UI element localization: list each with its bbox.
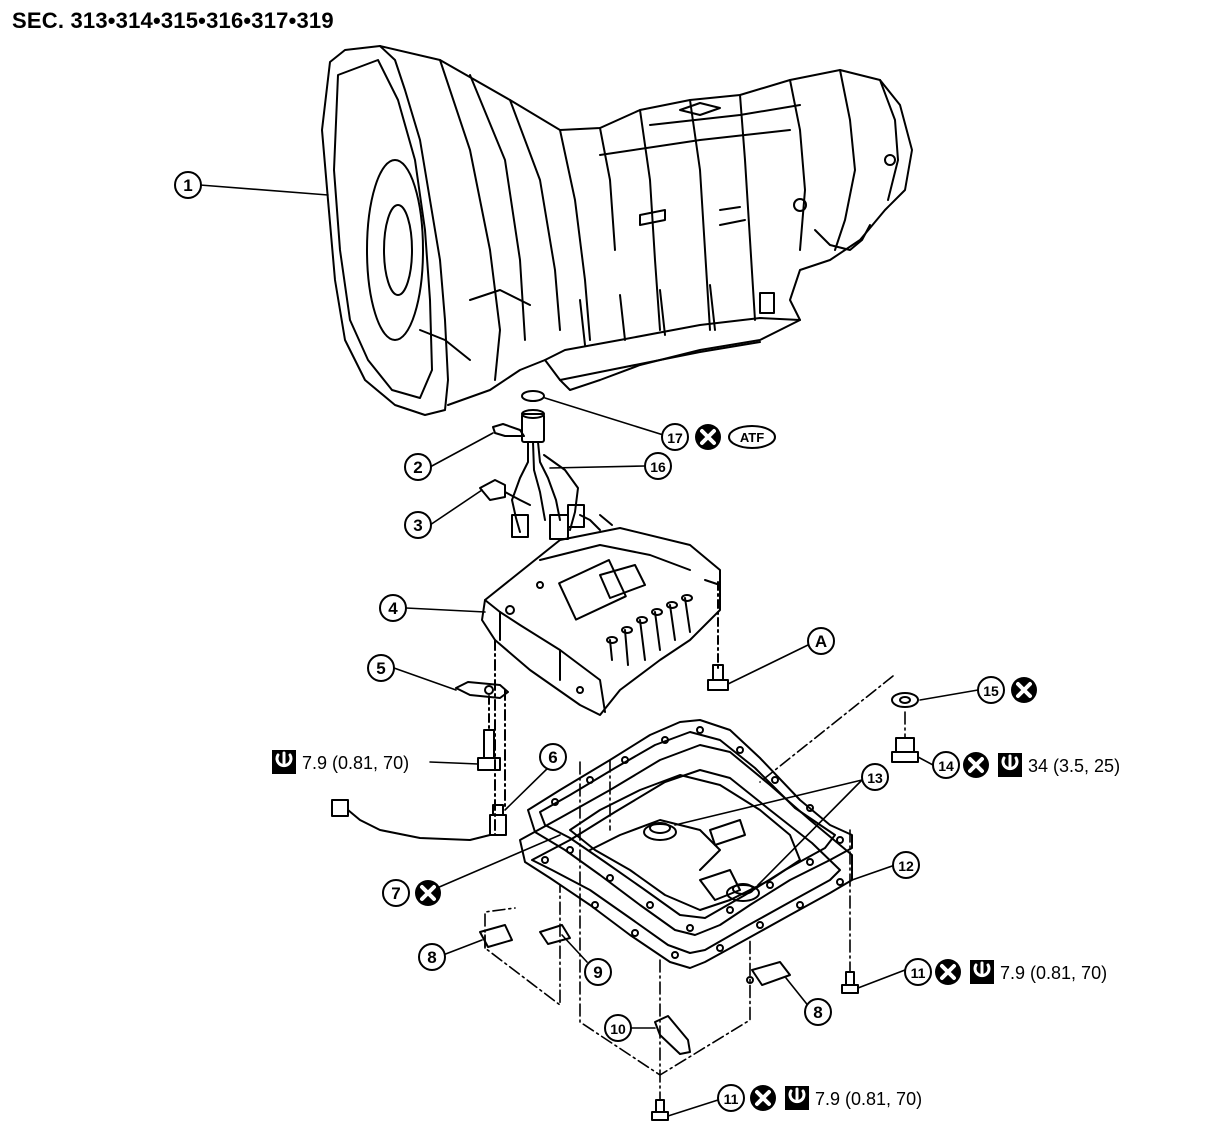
- x-replace-icon: [933, 957, 963, 987]
- svg-text:7: 7: [391, 884, 400, 903]
- torque-spec: 7.9 (0.81, 70): [1000, 963, 1107, 983]
- transmission-assembly: [321, 45, 913, 416]
- bracket: [455, 681, 509, 699]
- pan-clip: [539, 924, 571, 945]
- pan-bolt: [651, 1099, 669, 1121]
- oil-pan: [519, 726, 853, 984]
- valve-bolt-left: [477, 695, 501, 771]
- callout-5: 5: [367, 654, 395, 682]
- svg-text:8: 8: [813, 1003, 822, 1022]
- callout-4: 4: [379, 594, 407, 622]
- callout-13: 13: [861, 763, 889, 791]
- callout-14: 14: [932, 751, 960, 779]
- x-replace-icon: [748, 1083, 778, 1113]
- torque-spec: 7.9 (0.81, 70): [815, 1089, 922, 1109]
- svg-text:A: A: [815, 632, 827, 651]
- svg-text:13: 13: [867, 770, 883, 786]
- callout-labels: 1 2 3 4 5 6 7 8 8 9 10 11 11 12 13 14 15…: [174, 171, 1005, 1112]
- callout-11: 11: [904, 958, 932, 986]
- x-replace-icon: [693, 422, 723, 452]
- callout-11: 11: [717, 1084, 745, 1112]
- x-replace-icon: [413, 878, 443, 908]
- x-replace-icon: [1009, 675, 1039, 705]
- terminal-cord-assembly: [479, 409, 585, 540]
- callout-1: 1: [174, 171, 202, 199]
- callout-15: 15: [977, 676, 1005, 704]
- svg-text:9: 9: [593, 963, 602, 982]
- section-title: SEC. 313•314•315•316•317•319: [12, 8, 334, 33]
- torque-spec: 7.9 (0.81, 70): [302, 753, 409, 773]
- torque-wrench-icon: [270, 748, 298, 776]
- callout-3: 3: [404, 511, 432, 539]
- torque-wrench-icon: [968, 958, 996, 986]
- pan-bolt: [841, 971, 859, 994]
- svg-text:10: 10: [610, 1021, 626, 1037]
- svg-text:12: 12: [898, 858, 914, 874]
- svg-text:17: 17: [667, 430, 683, 446]
- svg-text:3: 3: [413, 516, 422, 535]
- o-ring: [521, 390, 545, 402]
- harness-clip: [479, 924, 513, 948]
- svg-text:5: 5: [376, 659, 385, 678]
- callout-9: 9: [584, 958, 612, 986]
- callout-8: 8: [418, 943, 446, 971]
- callout-10: 10: [604, 1014, 632, 1042]
- drain-plug: [891, 737, 919, 763]
- svg-text:8: 8: [427, 948, 436, 967]
- alignment-lines: [484, 675, 906, 1101]
- harness-clip: [751, 961, 791, 986]
- svg-text:11: 11: [911, 965, 926, 981]
- callout-17: 17: [661, 423, 689, 451]
- oil-pan-gasket: [527, 719, 853, 936]
- callout-16: 16: [644, 452, 672, 480]
- callout-7: 7: [382, 879, 410, 907]
- control-valve-bolt: [707, 581, 729, 691]
- svg-text:ATF: ATF: [740, 430, 764, 445]
- atf-icon: ATF: [728, 425, 776, 449]
- callout-12: 12: [892, 851, 920, 879]
- callout-2: 2: [404, 453, 432, 481]
- torque-wrench-icon: [783, 1084, 811, 1112]
- fluid-temperature-sensor: [331, 799, 507, 841]
- torque-spec: 34 (3.5, 25): [1028, 756, 1120, 776]
- svg-text:15: 15: [983, 683, 999, 699]
- svg-text:4: 4: [388, 599, 398, 618]
- x-replace-icon: [961, 750, 991, 780]
- bracket: [654, 1015, 691, 1055]
- svg-text:11: 11: [724, 1091, 739, 1107]
- torque-wrench-icon: [996, 751, 1024, 779]
- svg-text:1: 1: [183, 176, 192, 195]
- svg-text:6: 6: [548, 748, 557, 767]
- callout-6: 6: [539, 743, 567, 771]
- drain-plug-gasket: [891, 692, 919, 708]
- svg-text:14: 14: [938, 758, 954, 774]
- svg-text:2: 2: [413, 458, 422, 477]
- control-valve-assembly: [481, 514, 721, 716]
- callout-a: A: [807, 627, 835, 655]
- callout-8: 8: [804, 998, 832, 1026]
- svg-text:16: 16: [650, 459, 666, 475]
- leader-lines: [199, 184, 979, 1117]
